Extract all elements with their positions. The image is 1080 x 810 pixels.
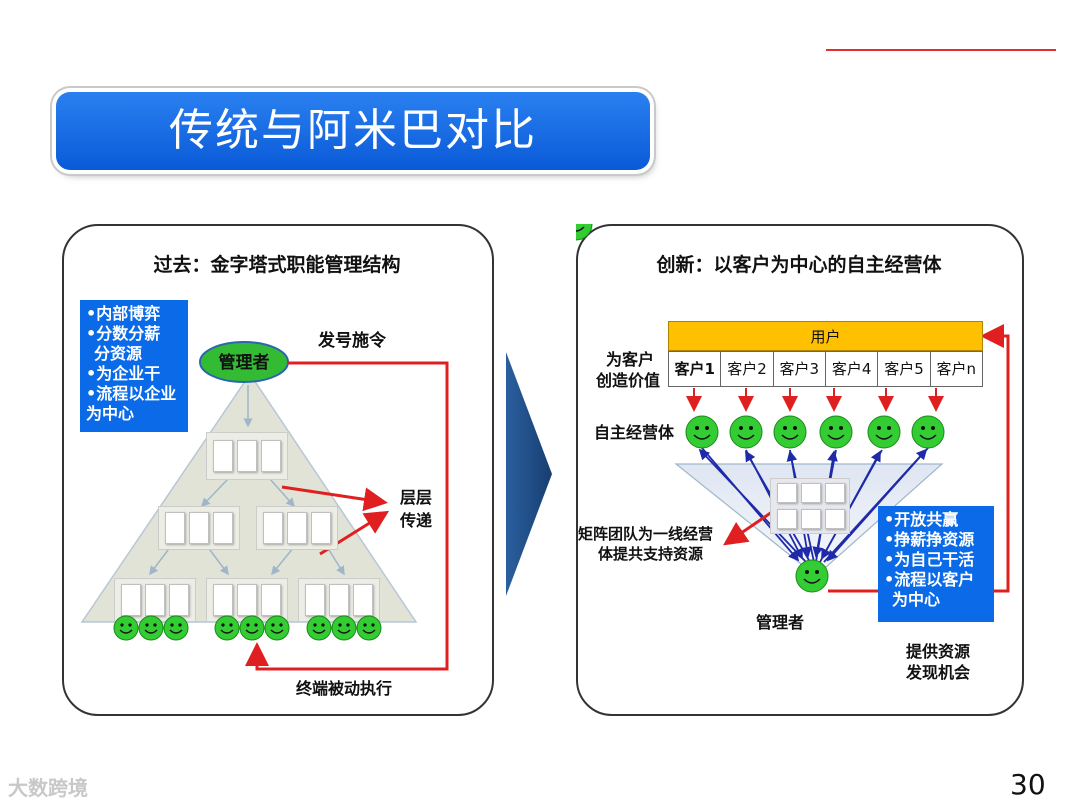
level-3-group-2 <box>206 578 288 622</box>
level-2-group-right <box>256 506 338 550</box>
watermark-logo: 大数跨境 <box>8 776 88 800</box>
value-label-1: 为客户 <box>605 350 654 369</box>
resource-label-1: 提供资源 <box>906 642 971 661</box>
relay-label-2: 传递 <box>400 511 433 530</box>
support-label-2: 体提共支持资源 <box>598 545 704 563</box>
value-label-2: 创造价值 <box>595 371 660 390</box>
customer-cell: 客户1 <box>669 352 722 386</box>
relay-arrow-top <box>281 485 388 512</box>
left-panel-title: 过去：金字塔式职能管理结构 <box>153 254 401 276</box>
customer-cell: 客户3 <box>774 352 826 386</box>
right-bullets: •开放共赢 •挣薪挣资源 •为自己干活 •流程以客户 为中心 <box>878 506 994 622</box>
header-red-line <box>826 49 1056 51</box>
level-3-group-3 <box>298 578 380 622</box>
level-1-group <box>206 432 288 480</box>
customer-cell: 客户5 <box>878 352 931 386</box>
transition-chevron-icon <box>506 352 552 596</box>
user-bar: 用户 <box>668 321 983 351</box>
command-label: 发号施令 <box>318 331 386 351</box>
left-bullets: •内部博弈 •分数分薪 分资源 •为企业干 •流程以企业 为中心 <box>80 300 188 432</box>
right-manager-label: 管理者 <box>756 613 805 632</box>
resource-label-2: 发现机会 <box>906 663 971 682</box>
left-manager-label: 管理者 <box>218 353 270 373</box>
customer-cell: 客户2 <box>721 352 774 386</box>
customer-cell: 客户4 <box>826 352 879 386</box>
execute-label: 终端被动执行 <box>296 679 393 698</box>
left-smiley-row <box>113 615 382 641</box>
level-2-group-left <box>158 506 240 550</box>
units-label: 自主经营体 <box>594 423 675 442</box>
command-arrow <box>245 361 449 671</box>
slide-title: 传统与阿米巴对比 <box>56 92 650 170</box>
support-label-1: 矩阵团队为一线经营 <box>578 525 714 543</box>
relay-label-1: 层层 <box>400 488 433 507</box>
support-arrow <box>723 510 773 546</box>
level-3-group-1 <box>114 578 196 622</box>
customer-row: 客户1 客户2 客户3 客户4 客户5 客户n <box>668 351 983 387</box>
customer-cell: 客户n <box>936 360 977 378</box>
page-number: 30 <box>1010 768 1046 801</box>
right-panel-title: 创新：以客户为中心的自主经营体 <box>656 254 942 276</box>
matrix-team-group <box>770 478 850 534</box>
